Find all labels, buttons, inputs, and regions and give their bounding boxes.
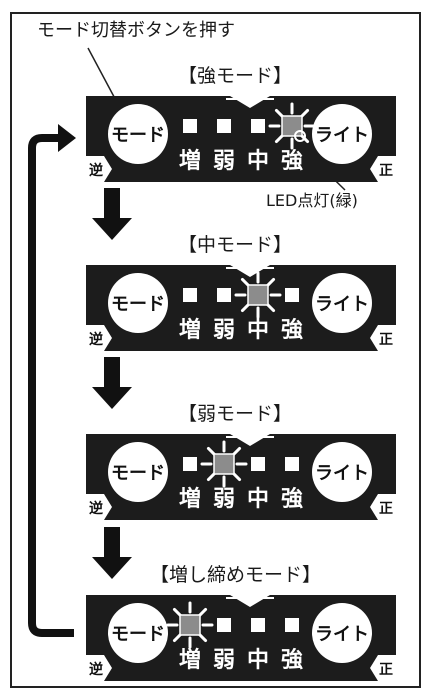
level-label: 弱 xyxy=(213,648,235,673)
light-button[interactable] xyxy=(312,442,372,502)
reverse-badge xyxy=(86,156,112,182)
loop-back-arrow xyxy=(28,124,76,637)
mode-title: 【中モード】 xyxy=(178,234,292,256)
led-off xyxy=(251,457,265,471)
mode-button-label: モード xyxy=(111,463,165,484)
led-off xyxy=(285,288,299,302)
down-arrow-3 xyxy=(92,527,132,579)
led-off xyxy=(217,119,231,133)
reverse-badge-label: 逆 xyxy=(89,661,103,678)
led-off xyxy=(183,119,197,133)
led-off xyxy=(285,457,299,471)
mode-panel-weak: 【弱モード】 モード ライト逆 正 増弱中強 xyxy=(86,403,396,520)
mode-button[interactable] xyxy=(108,104,168,164)
mode-button[interactable] xyxy=(108,603,168,663)
light-button-label: ライト xyxy=(315,624,369,645)
led-lit xyxy=(166,601,214,649)
level-label: 強 xyxy=(281,148,303,174)
mode-panel-retighten: 【増し締めモード】 モード ライト逆 正 増弱中強 xyxy=(86,564,396,681)
mode-button[interactable] xyxy=(108,442,168,502)
level-label: 増 xyxy=(179,647,201,673)
light-button[interactable] xyxy=(312,104,372,164)
led-off xyxy=(217,288,231,302)
reverse-badge xyxy=(86,494,112,520)
level-label: 増 xyxy=(179,317,201,343)
reverse-badge-label: 逆 xyxy=(89,500,103,517)
led-note-callout: LED点灯(緑) xyxy=(266,191,358,210)
light-button[interactable] xyxy=(312,603,372,663)
forward-badge xyxy=(370,655,396,681)
down-arrow-2 xyxy=(92,357,132,409)
mode-title: 【増し締めモード】 xyxy=(150,564,321,586)
light-button-label: ライト xyxy=(315,294,369,315)
mode-button-label: モード xyxy=(111,294,165,315)
mode-panel-medium: 【中モード】 モード ライト逆 正 増弱中強 xyxy=(86,234,396,351)
light-button[interactable] xyxy=(312,273,372,333)
press-mode-callout: モード切替ボタンを押す xyxy=(37,20,235,41)
level-label: 中 xyxy=(247,149,269,174)
reverse-badge-label: 逆 xyxy=(89,331,103,348)
level-label: 強 xyxy=(281,647,303,673)
led-off xyxy=(285,618,299,632)
level-label: 強 xyxy=(281,317,303,343)
level-label: 中 xyxy=(247,648,269,673)
level-label: 弱 xyxy=(213,149,235,174)
led-off xyxy=(251,618,265,632)
mode-title: 【弱モード】 xyxy=(178,403,292,425)
reverse-badge-label: 逆 xyxy=(89,162,103,179)
led-lit xyxy=(268,102,316,150)
level-label: 増 xyxy=(179,486,201,512)
forward-badge xyxy=(370,325,396,351)
forward-badge-label: 正 xyxy=(379,662,393,678)
forward-badge xyxy=(370,156,396,182)
forward-badge xyxy=(370,494,396,520)
level-label: 中 xyxy=(247,318,269,343)
level-label: 増 xyxy=(179,148,201,174)
mode-button-label: モード xyxy=(111,624,165,645)
led-off xyxy=(217,618,231,632)
reverse-badge xyxy=(86,325,112,351)
led-off xyxy=(183,288,197,302)
level-label: 弱 xyxy=(213,487,235,512)
led-note-marker xyxy=(294,130,306,142)
level-label: 弱 xyxy=(213,318,235,343)
level-label: 中 xyxy=(247,487,269,512)
down-arrow-1 xyxy=(92,188,132,240)
led-lit xyxy=(234,271,282,319)
led-lit xyxy=(200,440,248,488)
mode-panel-strong: 【強モード】 モード ライト逆 正 増弱中強 xyxy=(86,65,396,182)
mode-button-label: モード xyxy=(111,125,165,146)
light-button-label: ライト xyxy=(315,125,369,146)
led-off xyxy=(251,119,265,133)
forward-badge-label: 正 xyxy=(379,163,393,179)
led-off xyxy=(183,457,197,471)
mode-title: 【強モード】 xyxy=(178,65,292,87)
forward-badge-label: 正 xyxy=(379,332,393,348)
forward-badge-label: 正 xyxy=(379,501,393,517)
mode-button[interactable] xyxy=(108,273,168,333)
level-label: 強 xyxy=(281,486,303,512)
light-button-label: ライト xyxy=(315,463,369,484)
reverse-badge xyxy=(86,655,112,681)
